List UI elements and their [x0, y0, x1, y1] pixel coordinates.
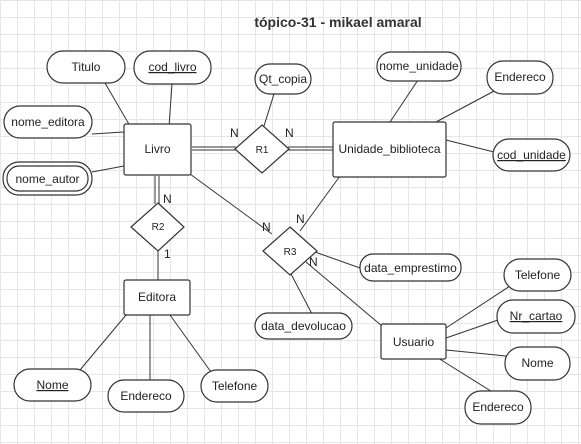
edge-telefone-editora — [169, 314, 212, 373]
edge-titulo-livro — [104, 82, 131, 127]
cardinality-r3-usuario: N — [309, 255, 318, 269]
attr-data-emprestimo[interactable]: data_emprestimo — [359, 253, 462, 282]
edge-r3-usuario — [305, 261, 383, 327]
edge-nome-editora — [79, 314, 127, 371]
cardinality-livro-r1: N — [230, 126, 239, 140]
attr-nome-autor[interactable]: nome_autor — [2, 161, 93, 196]
attr-endereco-usuario-label: Endereco — [472, 400, 524, 414]
edge-datadevolucao-r3 — [289, 271, 313, 315]
attr-nome-editora-label: nome_editora — [11, 115, 85, 129]
attr-nome-unidade[interactable]: nome_unidade — [376, 51, 462, 82]
attr-nome-usuario[interactable]: Nome — [504, 346, 571, 381]
attr-titulo-label: Titulo — [72, 60, 101, 74]
attr-telefone-usuario[interactable]: Telefone — [503, 258, 572, 292]
edge-qtcopia-r1 — [263, 93, 275, 127]
relationship-r3-label: R3 — [284, 247, 297, 258]
edge-dataemprestimo-r3 — [314, 251, 361, 269]
attr-nr-cartao[interactable]: Nr_cartao — [496, 299, 576, 334]
attr-data-devolucao-label: data_devolucao — [261, 319, 346, 333]
edge-r3-unidade — [299, 175, 341, 232]
attr-titulo[interactable]: Titulo — [46, 50, 126, 84]
attr-nome-editora[interactable]: nome_editora — [3, 105, 93, 139]
attr-endereco-unidade-label: Endereco — [494, 70, 546, 84]
diagram-title: tópico-31 - mikael amaral — [254, 14, 421, 30]
entity-livro-label: Livro — [144, 142, 170, 156]
attr-endereco-usuario[interactable]: Endereco — [464, 390, 532, 425]
attr-endereco-editora-label: Endereco — [120, 389, 172, 403]
cardinality-livro-r3: N — [262, 220, 271, 234]
relationship-r2-label: R2 — [152, 222, 165, 233]
cardinality-livro-r2: N — [163, 192, 172, 206]
relationship-r3[interactable]: R3 — [262, 226, 318, 276]
attr-nome-usuario-label: Nome — [521, 356, 553, 370]
attr-telefone-usuario-label: Telefone — [515, 268, 561, 282]
attr-nr-cartao-label: Nr_cartao — [510, 309, 563, 323]
relationship-r1[interactable]: R1 — [234, 124, 290, 174]
attr-telefone-editora[interactable]: Telefone — [200, 369, 269, 403]
edge-livro-r3 — [189, 173, 273, 235]
relationship-r1-label: R1 — [256, 145, 269, 156]
edge-nomeautor-livro — [91, 165, 125, 173]
entity-unidade-biblioteca[interactable]: Unidade_biblioteca — [332, 121, 447, 178]
cardinality-r2-editora: 1 — [164, 247, 171, 261]
attr-data-emprestimo-label: data_emprestimo — [364, 261, 457, 275]
cardinality-r1-unidade: N — [285, 126, 294, 140]
attr-qt-copia-label: Qt_copia — [259, 72, 307, 86]
attr-qt-copia[interactable]: Qt_copia — [254, 63, 312, 95]
edge-codunidade-unidade — [445, 139, 495, 153]
entity-unidade-biblioteca-label: Unidade_biblioteca — [338, 142, 440, 156]
attr-data-devolucao[interactable]: data_devolucao — [254, 312, 353, 340]
attr-nome-editora-entity-label: Nome — [36, 378, 68, 392]
attr-nome-unidade-label: nome_unidade — [379, 59, 459, 73]
edge-nomeeditora-livro — [91, 131, 125, 135]
attr-nome-autor-label: nome_autor — [15, 172, 79, 186]
attr-nome-editora-entity[interactable]: Nome — [13, 368, 92, 402]
relationship-r2[interactable]: R2 — [130, 202, 185, 252]
entity-editora-label: Editora — [138, 290, 176, 304]
attr-cod-unidade[interactable]: cod_unidade — [492, 138, 571, 172]
attr-endereco-editora[interactable]: Endereco — [107, 379, 185, 413]
attr-cod-livro-label: cod_livro — [148, 60, 196, 74]
attr-cod-livro[interactable]: cod_livro — [133, 50, 212, 85]
entity-editora[interactable]: Editora — [123, 279, 191, 316]
edge-nome-usuario — [445, 349, 507, 357]
entity-usuario-label: Usuario — [393, 335, 435, 349]
cardinality-r3-unidade: N — [296, 212, 305, 226]
connectors — [79, 79, 511, 394]
attr-cod-unidade-label: cod_unidade — [497, 148, 566, 162]
edge-nomeunidade-unidade — [389, 79, 419, 123]
edge-endereco-unidade — [435, 89, 497, 123]
entity-livro[interactable]: Livro — [123, 123, 192, 176]
attr-endereco-unidade[interactable]: Endereco — [486, 60, 554, 95]
edge-telefone-usuario — [445, 285, 511, 329]
attr-telefone-editora-label: Telefone — [212, 379, 258, 393]
entity-usuario[interactable]: Usuario — [380, 323, 447, 360]
edge-nrcartao-usuario — [445, 319, 499, 339]
edge-codlivro-livro — [168, 83, 173, 127]
edge-endereco-usuario — [437, 357, 495, 394]
